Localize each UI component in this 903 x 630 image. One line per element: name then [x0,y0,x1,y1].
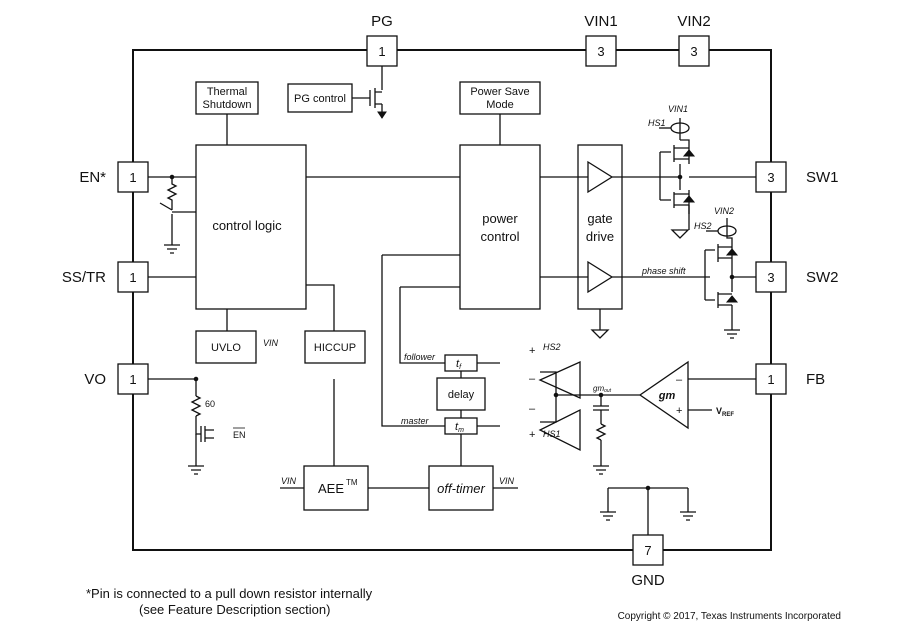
gate-driver-1-icon [587,160,614,194]
pin-label-vo: VO [84,371,106,388]
pg-control-label: PG control [294,93,346,105]
ground-symbols [164,229,740,521]
power-control-label-1: power [482,211,518,226]
pin-num-gnd: 7 [644,543,651,558]
gm-amplifier-icon [638,360,689,430]
resistor-60-label: 60 [205,399,215,409]
pin-box-vin1 [585,35,617,67]
pin-label-sstr: SS/TR [62,269,106,286]
footnote-line-2: (see Feature Description section) [139,602,330,617]
thermal-label-2: Shutdown [203,99,252,111]
master-comp-plus: + [529,429,535,441]
pg-fet-icon [369,88,383,118]
pin-label-vin1: VIN1 [584,13,617,30]
gm-minus: – [676,374,683,386]
pin-num-en: 1 [129,170,136,185]
master-comp-minus: – [529,403,536,415]
pin-num-sstr: 1 [129,270,136,285]
hs2-label-top: HS2 [694,221,712,231]
thermal-label-1: Thermal [207,86,247,98]
gm-out-resistor-icon [595,423,607,441]
pin-label-sw2: SW2 [806,269,839,286]
gate-drive-label-2: drive [586,229,614,244]
phase-shift-label: phase shift [641,266,686,276]
pin-num-sw1: 3 [767,170,774,185]
control-logic-label: control logic [212,218,282,233]
en-pulldown-resistor-icon [166,177,178,210]
sw2-hs-diode-icon [725,248,739,256]
pin-label-en: EN* [79,169,106,186]
gate-drive-label-1: gate [587,211,612,226]
gate-driver-2-icon [587,260,614,294]
tf-label: tf [456,358,462,371]
off-timer-vin-label: VIN [499,476,515,486]
pin-num-pg: 1 [378,44,385,59]
pin-num-sw2: 3 [767,270,774,285]
control-logic-block [195,144,307,310]
sw2-ls-diode-icon [725,295,739,303]
gm-out-label: gmout [593,384,612,394]
gm-plus: + [676,405,682,417]
power-control-label-2: control [480,229,519,244]
pin-num-vin1: 3 [597,44,604,59]
en-switch-icon [159,202,173,211]
pin-num-vin2: 3 [690,44,697,59]
vin2-sense-label: VIN2 [714,206,734,216]
tm-label: tm [455,421,464,434]
pin-box-sstr [117,261,149,293]
sw1-low-side-fet-icon [660,192,690,230]
power-save-label-2: Mode [486,99,514,111]
en-bar-label: EN [233,430,246,440]
vin1-sense-label: VIN1 [668,104,688,114]
pin-box-gnd [632,534,664,566]
hs1-label-top: HS1 [648,118,666,128]
footnote-line-1: *Pin is connected to a pull down resisto… [86,586,373,601]
hs1-comp-label: HS1 [543,429,561,439]
master-comparator-icon [538,408,581,452]
uvlo-label: UVLO [211,342,241,354]
pin-num-vo: 1 [129,372,136,387]
follower-comp-minus: – [529,373,536,385]
pin-box-vin2 [678,35,710,67]
follower-label: follower [404,352,436,362]
delay-label: delay [448,389,475,401]
vo-discharge-resistor-icon [190,395,202,417]
vo-discharge-fet-icon [200,426,214,442]
hiccup-label: HICCUP [314,342,356,354]
aee-tm-mark: TM [346,478,358,487]
pin-label-fb: FB [806,371,825,388]
aee-label: AEE [318,481,344,496]
pg-arrow-icon [377,111,387,119]
gm-label: gm [658,390,676,402]
uvlo-vin-label: VIN [263,338,279,348]
follower-comp-plus: + [529,345,535,357]
uvlo-block [195,330,257,364]
sw1-hs-diode-icon [682,149,696,157]
pin-label-gnd: GND [631,572,665,589]
power-save-label-1: Power Save [470,86,529,98]
hiccup-block [304,330,366,364]
aee-vin-label: VIN [281,476,297,486]
copyright-text: Copyright © 2017, Texas Instruments Inco… [618,611,841,622]
sw2-low-side-fet-icon [705,292,733,330]
pin-label-pg: PG [371,13,393,30]
pin-box-vo [117,363,149,395]
pin-box-sw1 [755,161,787,193]
follower-comparator-icon [538,360,581,400]
sw1-ls-diode-icon [682,195,696,203]
vref-label: VREF [716,406,734,418]
off-timer-label: off-timer [437,481,485,496]
pin-num-fb: 1 [767,372,774,387]
package-outline [132,49,772,551]
pin-label-vin2: VIN2 [677,13,710,30]
master-label: master [401,416,430,426]
hs2-comp-label: HS2 [543,342,561,352]
pin-label-sw1: SW1 [806,169,839,186]
power-control-block [459,144,541,310]
sw2-high-side-fet-icon [705,244,732,262]
gm-out-capacitor-icon [593,405,609,411]
sw1-high-side-fet-icon [660,145,689,162]
